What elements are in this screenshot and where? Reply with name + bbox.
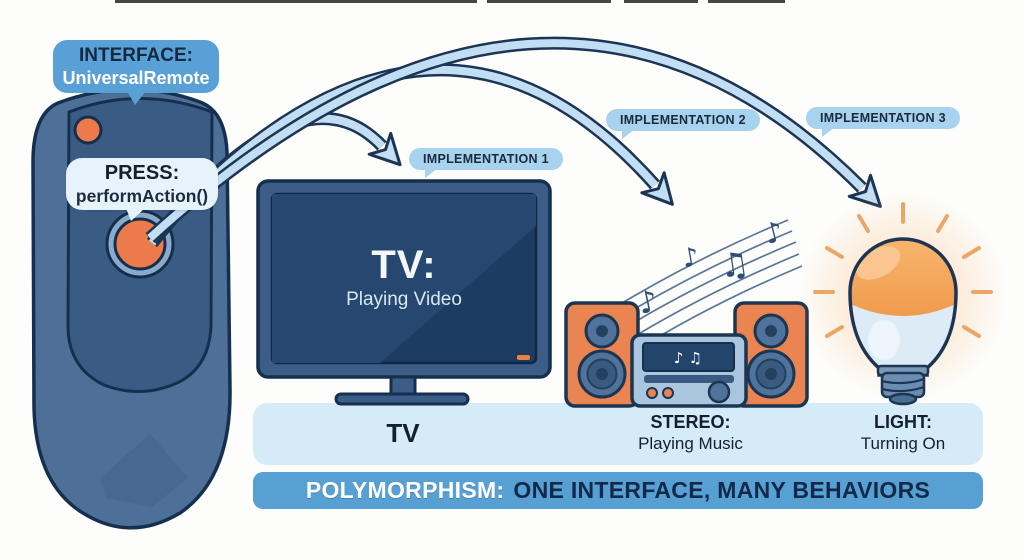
light-title: LIGHT: (874, 412, 932, 432)
right-speaker (733, 301, 809, 408)
receiver-display-notes: ♪ ♫ (674, 349, 702, 367)
interface-title: INTERFACE: (79, 45, 193, 66)
tv-screen-sheen (272, 194, 536, 363)
receiver-knob-large (707, 380, 731, 404)
banner-highlight: POLYMORPHISM: (305, 477, 505, 503)
stereo-title: STEREO: (650, 412, 731, 432)
bulb-outline (848, 237, 958, 377)
stereo-subtitle: Playing Music (638, 434, 743, 453)
light-subtitle: Turning On (860, 434, 946, 453)
stereo-panel-label: STEREO: Playing Music (608, 412, 773, 454)
tv-indicator-light (517, 355, 530, 360)
remote-texture (100, 434, 188, 507)
tv-stand-base (334, 392, 470, 406)
press-title: PRESS: (104, 162, 180, 184)
tv-screen-text: TV: Playing Video (272, 243, 536, 313)
interface-bubble: INTERFACE: UniversalRemote (53, 40, 219, 105)
tv-panel-label: TV (386, 418, 420, 448)
light-bulb-illustration (798, 191, 1008, 406)
banner-text: ONE INTERFACE, MANY BEHAVIORS (513, 477, 931, 503)
implementation-2-pill: IMPLEMENTATION 2 (606, 109, 760, 139)
implementation-3-pill: IMPLEMENTATION 3 (806, 107, 960, 137)
receiver-display (642, 342, 735, 372)
remote-small-button (73, 115, 103, 145)
implementation-1-pill: IMPLEMENTATION 1 (409, 148, 563, 178)
music-note-icon: ♪ (680, 242, 702, 274)
receiver-slot (644, 375, 734, 383)
press-method: performAction() (75, 186, 209, 206)
tv-screen-subtitle: Playing Video (346, 289, 462, 310)
receiver-knob-small (646, 387, 658, 399)
light-panel-label: LIGHT: Turning On (823, 412, 983, 454)
music-note-icon: ♪ (761, 215, 786, 251)
stereo-receiver: ♪ ♫ (630, 333, 748, 408)
remote-illustration (31, 87, 232, 530)
left-speaker (564, 301, 640, 408)
bulb-base (876, 364, 930, 406)
stereo-illustration: ♪ ♪ ♫ ♪ (564, 215, 809, 408)
music-note-icon: ♫ (717, 243, 752, 286)
tv-screen-title: TV: (371, 243, 437, 287)
top-crop-line (115, 0, 785, 3)
interface-name: UniversalRemote (62, 68, 210, 88)
device-label-panel (253, 403, 983, 465)
bulb-rays (813, 202, 993, 338)
receiver-knob-small (662, 387, 674, 399)
polymorphism-banner: POLYMORPHISM: ONE INTERFACE, MANY BEHAVI… (253, 472, 983, 509)
tv-illustration (256, 179, 552, 406)
press-bubble: PRESS: performAction() (66, 158, 218, 221)
